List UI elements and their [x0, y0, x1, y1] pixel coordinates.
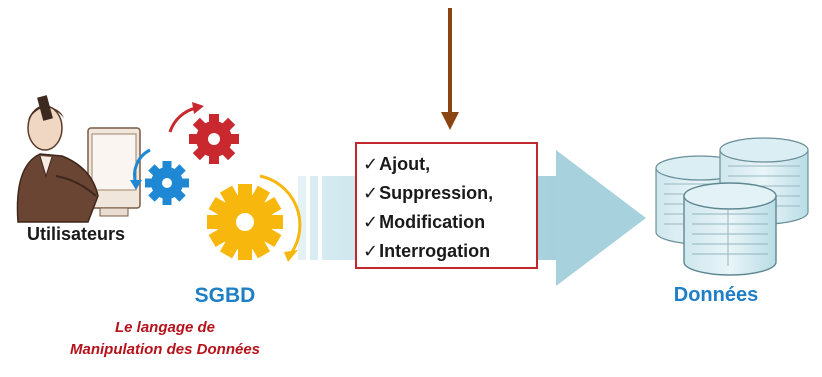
sgbd-label: SGBD — [194, 284, 256, 307]
yellow-gear — [207, 184, 283, 260]
check-icon: ✓ — [363, 183, 379, 204]
caption: Le langage de Manipulation des Données — [40, 317, 290, 361]
check-icon: ✓ — [363, 241, 379, 262]
operation-item: ✓Suppression, — [363, 179, 530, 208]
user-at-computer-icon — [16, 95, 141, 223]
operation-label: Suppression, — [379, 183, 494, 203]
check-icon: ✓ — [363, 212, 379, 233]
operation-item: ✓Interrogation — [363, 237, 530, 266]
data-label: Données — [673, 284, 759, 306]
check-icon: ✓ — [363, 154, 379, 175]
blue-gear — [145, 161, 189, 205]
operation-label: Interrogation — [379, 241, 491, 261]
caption-line-2: Manipulation des Données — [69, 341, 261, 358]
operation-label: Ajout, — [379, 154, 431, 174]
operation-label: Modification — [379, 212, 486, 232]
red-gear — [189, 114, 239, 164]
operations-box: ✓Ajout, ✓Suppression, ✓Modification ✓Int… — [355, 142, 538, 269]
database-cylinders-icon — [655, 137, 809, 276]
input-arrow — [441, 8, 459, 130]
operation-item: ✓Modification — [363, 208, 530, 237]
users-label: Utilisateurs — [26, 224, 126, 244]
caption-line-1: Le langage de — [114, 319, 216, 336]
operation-item: ✓Ajout, — [363, 150, 530, 179]
gears-icon — [130, 102, 302, 262]
db-cylinder-front — [683, 182, 777, 276]
